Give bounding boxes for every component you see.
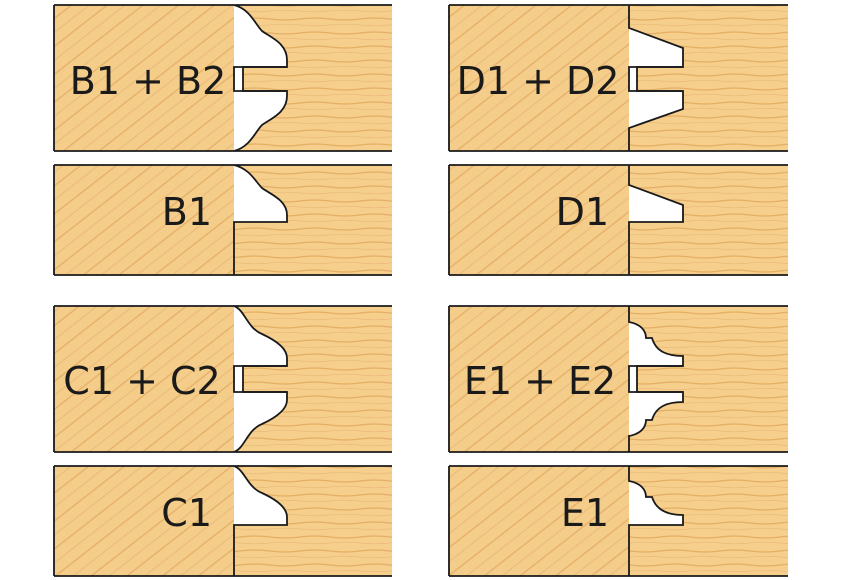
panel-e1-e2: E1 + E2 xyxy=(448,305,788,453)
panel-e1: E1 xyxy=(448,465,788,577)
wood-board-left xyxy=(54,466,234,576)
wood-board-left xyxy=(54,306,234,452)
wood-board-left xyxy=(449,5,629,151)
panel-outline xyxy=(448,4,788,152)
groove-outline xyxy=(233,365,287,393)
panel-label: C1 xyxy=(161,491,212,535)
groove-outline xyxy=(628,66,683,92)
wood-board-right xyxy=(234,165,392,275)
wood-board-left xyxy=(54,5,234,151)
panel-d1: D1 xyxy=(448,164,788,276)
wood-board-right xyxy=(234,5,392,151)
panel-c1-c2: C1 + C2 xyxy=(53,305,392,453)
wood-board-right xyxy=(629,5,788,151)
wood-board-left xyxy=(449,165,629,275)
panel-label: E1 + E2 xyxy=(464,359,616,403)
panel-outline xyxy=(53,305,392,453)
panel-b1: B1 xyxy=(53,164,392,276)
groove-outline xyxy=(628,365,683,393)
panel-outline xyxy=(53,465,392,577)
wood-board-left xyxy=(54,165,234,275)
panel-c1: C1 xyxy=(53,465,392,577)
panel-outline xyxy=(448,465,788,577)
wood-board-right xyxy=(629,306,788,452)
panel-label: B1 xyxy=(162,190,212,234)
panel-outline xyxy=(53,164,392,276)
panel-outline xyxy=(53,4,392,152)
panel-label: D1 xyxy=(556,190,609,234)
panel-label: C1 + C2 xyxy=(63,359,220,403)
panel-outline xyxy=(448,164,788,276)
panel-label: D1 + D2 xyxy=(457,59,620,103)
wood-board-left xyxy=(449,306,629,452)
wood-board-right xyxy=(629,165,788,275)
panel-label: E1 xyxy=(561,491,609,535)
wood-board-right xyxy=(234,466,392,576)
panel-d1-d2: D1 + D2 xyxy=(448,4,788,152)
panel-label: B1 + B2 xyxy=(70,59,227,103)
panel-b1-b2: B1 + B2 xyxy=(53,4,392,152)
panel-outline xyxy=(448,305,788,453)
wood-board-left xyxy=(449,466,629,576)
groove-outline xyxy=(233,66,287,92)
wood-board-right xyxy=(234,306,392,452)
wood-board-right xyxy=(629,466,788,576)
